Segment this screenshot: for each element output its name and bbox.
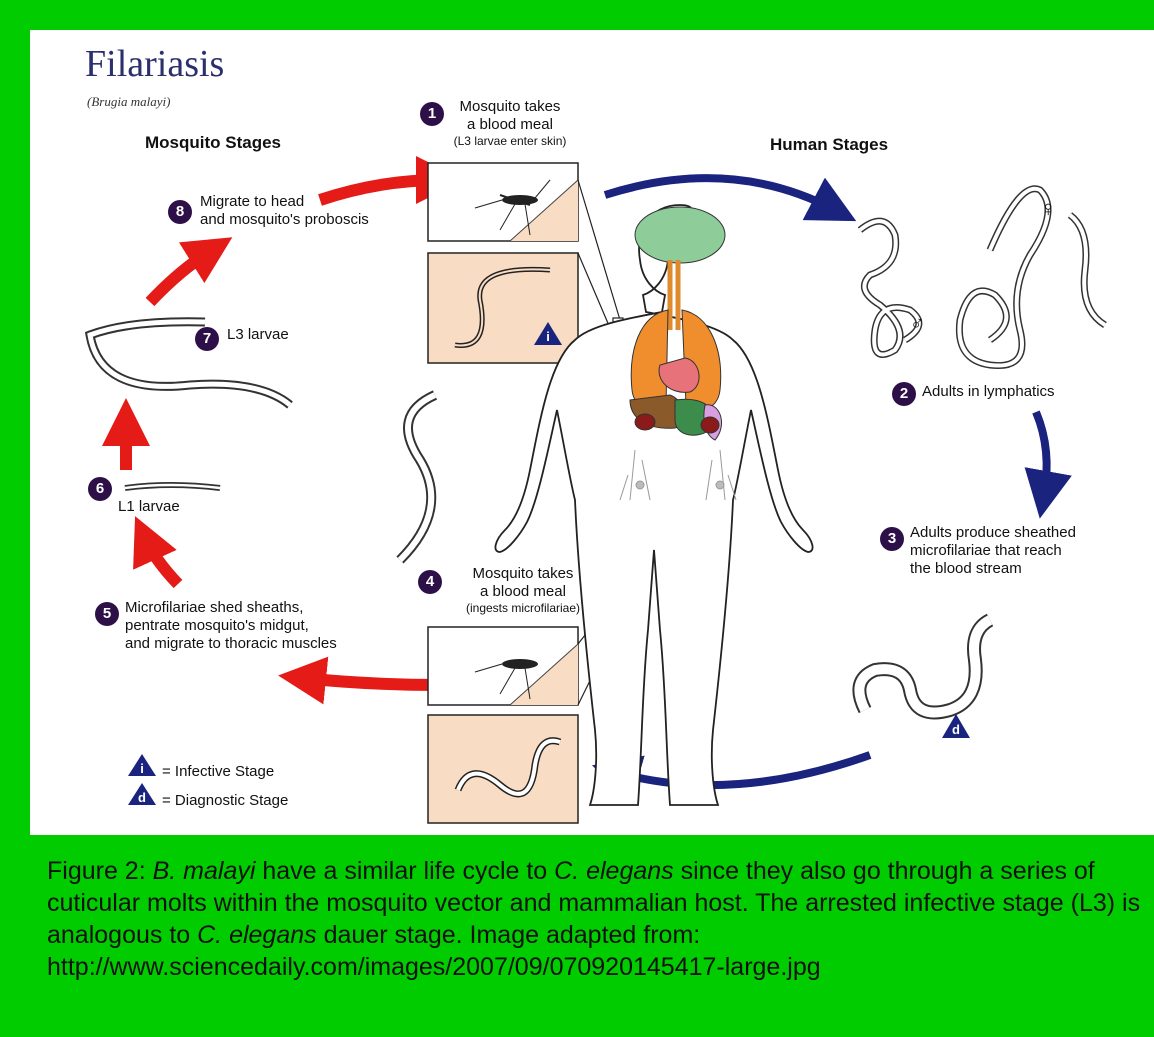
step-8-line-2: and mosquito's proboscis <box>200 211 369 229</box>
step-5-label: Microfilariae shed sheaths, pentrate mos… <box>125 599 337 653</box>
diagnostic-badge-letter: d <box>951 721 961 739</box>
step-2-number: 2 <box>892 382 916 406</box>
microfilaria-blood <box>859 620 990 713</box>
caption-source-url[interactable]: http://www.sciencedaily.com/images/2007/… <box>47 953 821 981</box>
step-1-number: 1 <box>420 102 444 126</box>
step-1-line-1: Mosquito takes <box>450 98 570 116</box>
microfilaria-mosquito <box>400 395 435 560</box>
step-5-line-2: pentrate mosquito's midgut, <box>125 617 337 635</box>
step-4-number: 4 <box>418 570 442 594</box>
step-3-number: 3 <box>880 527 904 551</box>
legend-diagnostic-label: = Diagnostic Stage <box>162 792 288 810</box>
mosquito-bite-inset-bottom <box>428 627 578 705</box>
mosquito-arrow-7-to-8 <box>150 250 212 302</box>
step-8-label: Migrate to head and mosquito's proboscis <box>200 193 369 229</box>
mosquito-stages-heading: Mosquito Stages <box>145 134 281 152</box>
legend-infective-letter: i <box>137 760 147 778</box>
diagram-title: Filariasis <box>85 42 224 86</box>
step-4-line-1: Mosquito takes <box>448 565 598 583</box>
l3-larva-inset <box>428 253 578 363</box>
step-6-label: L1 larvae <box>118 498 180 516</box>
microfilaria-inset <box>428 715 578 823</box>
step-5-line-1: Microfilariae shed sheaths, <box>125 599 337 617</box>
step-8-number: 8 <box>168 200 192 224</box>
caption-species-c-elegans-2: C. elegans <box>197 921 317 949</box>
human-arrow-1-to-2 <box>605 178 835 210</box>
mosquito-arrow-5-to-6 <box>145 538 178 584</box>
l1-larva <box>125 485 220 488</box>
step-5-line-3: and migrate to thoracic muscles <box>125 635 337 653</box>
step-1-sub: (L3 larvae enter skin) <box>450 134 570 148</box>
step-1-label: Mosquito takes a blood meal (L3 larvae e… <box>450 98 570 148</box>
brain <box>635 207 725 263</box>
legend-infective-label: = Infective Stage <box>162 763 274 781</box>
legend-diagnostic-letter: d <box>137 789 147 807</box>
human-stages-heading: Human Stages <box>770 136 888 154</box>
diagram-subtitle: (Brugia malayi) <box>87 94 170 110</box>
diagram-panel: Filariasis (Brugia malayi) Mosquito Stag… <box>30 30 1154 835</box>
human-arrow-3-to-4 <box>615 755 870 785</box>
connector-top-b <box>578 253 610 328</box>
step-7-label: L3 larvae <box>227 326 289 344</box>
caption-text-3: dauer stage. Image adapted from: <box>317 921 701 949</box>
step-6-number: 6 <box>88 477 112 501</box>
step-2-label: Adults in lymphatics <box>922 383 1055 401</box>
figure-caption: Figure 2: B. malayi have a similar life … <box>47 855 1147 983</box>
step-3-line-3: the blood stream <box>910 560 1076 578</box>
caption-species-b-malayi: B. malayi <box>153 857 256 885</box>
step-3-label: Adults produce sheathed microfilariae th… <box>910 524 1076 578</box>
step-5-number: 5 <box>95 602 119 626</box>
step-8-line-1: Migrate to head <box>200 193 369 211</box>
male-symbol: ♂ <box>910 315 925 333</box>
connector-top-a <box>578 180 620 320</box>
infective-badge-letter: i <box>543 328 553 346</box>
step-3-line-1: Adults produce sheathed <box>910 524 1076 542</box>
step-1-line-2: a blood meal <box>450 116 570 134</box>
female-symbol: ♀ <box>1040 200 1057 218</box>
caption-text-1: have a similar life cycle to <box>255 857 554 885</box>
mosquito-bite-inset-top <box>428 163 578 241</box>
mosquito-arrow-4-to-5 <box>302 678 442 685</box>
step-7-number: 7 <box>195 327 219 351</box>
human-arrow-2-to-3 <box>1036 412 1047 495</box>
step-3-line-2: microfilariae that reach <box>910 542 1076 560</box>
caption-prefix: Figure 2: <box>47 857 153 885</box>
adult-worm-female <box>959 189 1105 366</box>
caption-species-c-elegans-1: C. elegans <box>554 857 674 885</box>
step-4-sub: (ingests microfilariae) <box>448 601 598 615</box>
step-4-line-2: a blood meal <box>448 583 598 601</box>
step-4-label: Mosquito takes a blood meal (ingests mic… <box>448 565 598 615</box>
